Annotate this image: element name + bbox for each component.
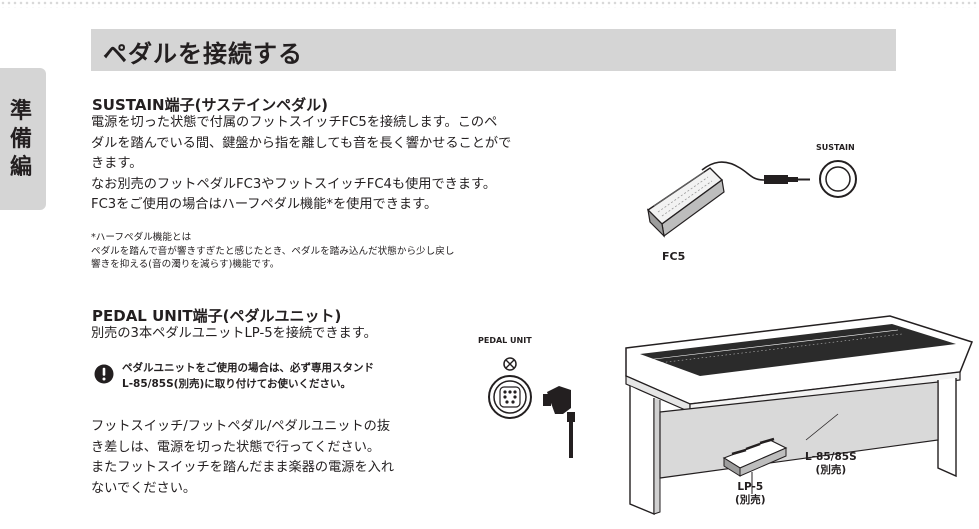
sustain-body-line: FC3をご使用の場合はハーフペダル機能*を使用できます。 <box>91 197 438 212</box>
sustain-body-line: なお別売のフットペダルFC3やフットスイッチFC4も使用できます。 <box>91 176 497 192</box>
body2-line: ないでください。 <box>91 480 197 496</box>
pedal-unit-jack-label: PEDAL UNIT <box>478 336 532 345</box>
stand-label-line: (別売) <box>815 464 847 476</box>
body2-line: フットスイッチ/フットペダル/ペダルユニットの抜 <box>91 419 391 434</box>
caution-line: ペダルユニットをご使用の場合は、必ず専用スタンド <box>122 362 374 374</box>
sustain-section-title: SUSTAIN端子(サステインペダル) <box>92 96 329 114</box>
note-line: *ハーフペダル機能とは <box>91 232 192 243</box>
note-line: ペダルを踏んで音が響きすぎたと感じたとき、ペダルを踏み込んだ状態から少し戻し <box>91 245 455 257</box>
chapter-char: 準 <box>9 99 32 124</box>
chapter-tab: 準 備 編 <box>0 68 46 210</box>
fc5-pedal-illustration <box>646 160 857 238</box>
chapter-char: 編 <box>9 155 32 180</box>
pedal-unit-jack-illustration <box>488 357 575 458</box>
page-title: ペダルを接続する <box>103 40 303 68</box>
sustain-body: 電源を切った状態で付属のフットスイッチFC5を接続します。このペ ダルを踏んでい… <box>91 113 511 216</box>
pedal-unit-body2: フットスイッチ/フットペダル/ペダルユニットの抜 き差しは、電源を切った状態で行… <box>91 417 394 499</box>
sustain-body-line: ダルを踏んでいる間、鍵盤から指を離しても音を長く響かせることがで <box>91 135 512 151</box>
pedal-unit-section-title: PEDAL UNIT端子(ペダルユニット) <box>92 307 342 325</box>
sustain-body-line: きます。 <box>91 156 143 171</box>
pedal-unit-body: 別売の3本ペダルユニットLP-5を接続できます。 <box>91 326 377 341</box>
lp5-label: LP-5 (別売) <box>735 481 766 507</box>
fc5-label: FC5 <box>662 250 686 263</box>
caution-text: ペダルユニットをご使用の場合は、必ず専用スタンド L-85/85S(別売)に取り… <box>122 361 374 392</box>
stand-label-line: L-85/85S <box>805 451 857 463</box>
half-pedal-note: *ハーフペダル機能とは ペダルを踏んで音が響きすぎたと感じたとき、ペダルを踏み込… <box>91 231 454 272</box>
chapter-char: 備 <box>9 127 32 152</box>
caution-note: ペダルユニットをご使用の場合は、必ず専用スタンド L-85/85S(別売)に取り… <box>94 361 454 397</box>
l85-stand-label: L-85/85S (別売) <box>805 451 857 477</box>
top-dotted-border <box>0 0 979 8</box>
lp5-label-line: (別売) <box>735 494 766 506</box>
caution-line: L-85/85S(別売)に取り付けてお使いください。 <box>122 377 351 390</box>
chapter-tab-label: 準 備 編 <box>8 98 34 182</box>
body2-line: またフットスイッチを踏んだまま楽器の電源を入れ <box>91 460 395 475</box>
lp5-label-line: LP-5 <box>737 481 764 493</box>
sustain-jack-label: SUSTAIN <box>816 143 855 152</box>
sustain-body-line: 電源を切った状態で付属のフットスイッチFC5を接続します。このペ <box>91 115 498 130</box>
warning-icon <box>94 364 114 384</box>
section-header: ペダルを接続する <box>91 29 896 71</box>
note-line: 響きを抑える(音の濁りを減らす)機能です。 <box>91 259 280 270</box>
body2-line: き差しは、電源を切った状態で行ってください。 <box>91 439 381 455</box>
l85-stand-illustration <box>625 315 973 516</box>
